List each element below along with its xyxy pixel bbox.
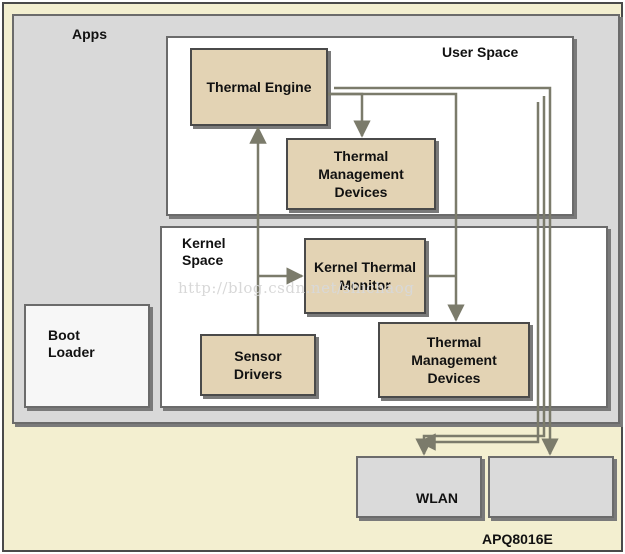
wlan-box xyxy=(356,456,482,518)
wire-engine-to-user-tmd xyxy=(328,92,371,138)
user-tmd-box: Thermal Management Devices xyxy=(286,138,436,210)
boot-loader-label: Boot Loader xyxy=(48,327,95,360)
wire-to-wlan-second xyxy=(418,102,540,451)
sensor-drivers-box: Sensor Drivers xyxy=(200,334,316,396)
wlan-label: WLAN xyxy=(416,490,458,506)
kernel-tmd-box: Thermal Management Devices xyxy=(378,322,530,398)
boot-loader-box xyxy=(24,304,150,408)
kernel-thermal-monitor-box: Kernel Thermal Monitor xyxy=(304,238,426,314)
peripheral-box xyxy=(488,456,614,518)
watermark: http://blog.csdn.net/shichaog xyxy=(178,279,415,297)
kernel-space-label: Kernel Space xyxy=(182,235,226,268)
apps-label: Apps xyxy=(72,26,107,42)
wire-engine-to-peripheral xyxy=(334,86,559,456)
user-space-label: User Space xyxy=(442,44,519,60)
wire-engine-to-kernel-tmd xyxy=(328,92,465,322)
chip-label: APQ8016E xyxy=(482,531,553,547)
thermal-engine-box: Thermal Engine xyxy=(190,48,328,126)
